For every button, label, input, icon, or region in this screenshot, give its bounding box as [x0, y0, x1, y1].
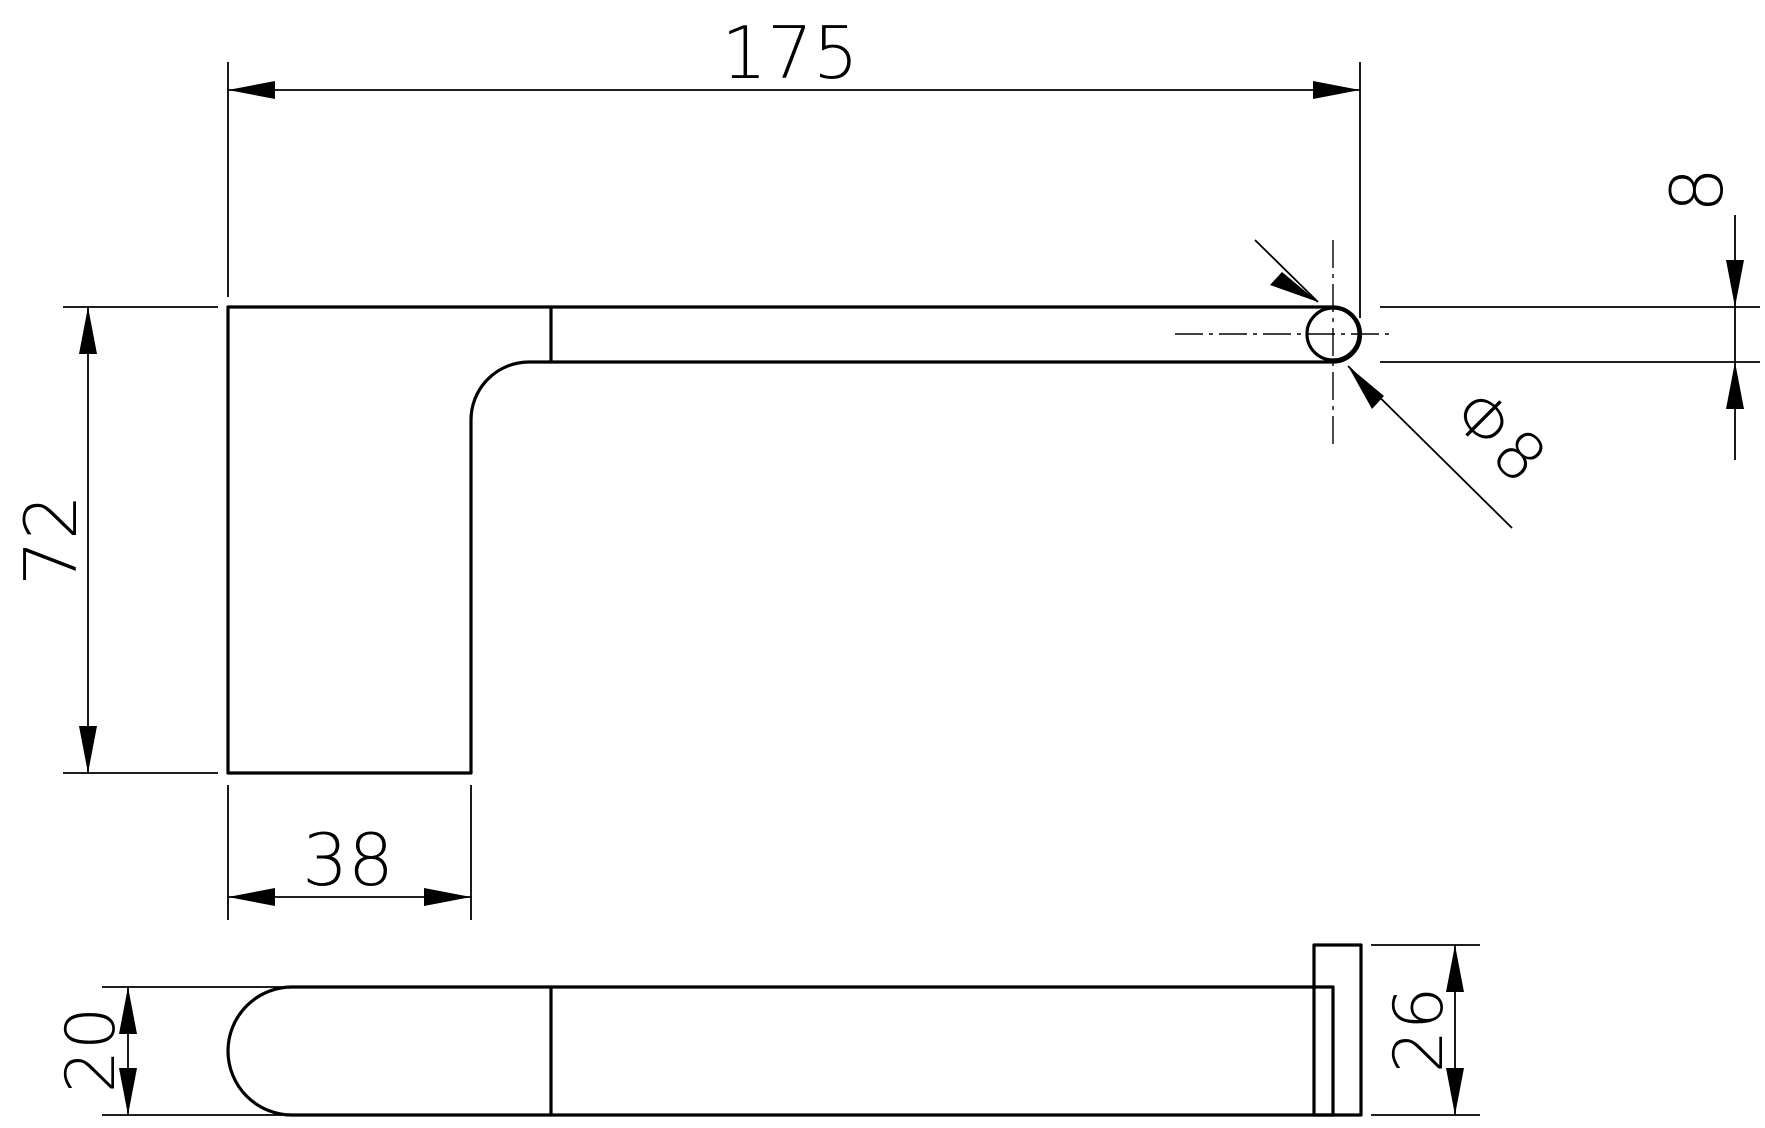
- dim-depth: 26: [1371, 944, 1480, 1116]
- dim-base-width: 38: [227, 785, 472, 920]
- dim-20-label: 20: [52, 1007, 131, 1094]
- dim-plate-thickness: 20: [52, 986, 282, 1116]
- dim-overall-length: 175: [227, 11, 1361, 318]
- dim-8-label: 8: [1655, 167, 1739, 213]
- dim-175-label: 175: [721, 11, 858, 95]
- side-profile-outline: [226, 985, 1335, 1117]
- dim-bar-thickness: 8: [1380, 167, 1760, 460]
- dim-72-label: 72: [9, 494, 93, 586]
- dim-26-label: 26: [1380, 987, 1459, 1074]
- holder-outline: [226, 305, 1363, 775]
- top-view: [226, 240, 1395, 775]
- mounting-plate: [1312, 943, 1363, 1117]
- dim-phi8-label: Φ8: [1437, 374, 1561, 498]
- dim-38-label: 38: [302, 818, 394, 902]
- dim-rod-diameter: Φ8: [1254, 239, 1561, 529]
- side-view: [226, 943, 1363, 1117]
- dim-height: 72: [9, 306, 218, 774]
